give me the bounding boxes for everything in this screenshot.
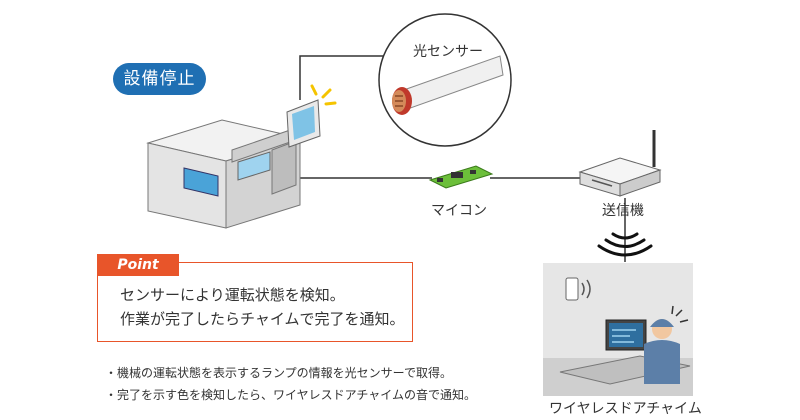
chime-label: ワイヤレスドアチャイム bbox=[549, 401, 702, 417]
chime-room-illustration bbox=[543, 263, 693, 396]
wireless-signal-icon bbox=[597, 232, 653, 257]
transmitter-device bbox=[578, 130, 662, 197]
transmitter-label: 送信機 bbox=[602, 203, 644, 219]
point-line: 作業が完了したらチャイムで完了を通知。 bbox=[120, 310, 405, 328]
equipment-stop-badge: 設備停止 bbox=[113, 63, 206, 95]
alert-flash-icon bbox=[310, 84, 337, 106]
machine-illustration bbox=[146, 84, 337, 229]
sensor-label: 光センサー bbox=[413, 44, 483, 60]
point-tag: Point bbox=[97, 254, 179, 276]
point-box bbox=[97, 262, 413, 342]
sensor-magnifier bbox=[378, 13, 512, 147]
note-item: 機械の運転状態を表示するランプの情報を光センサーで取得。 bbox=[105, 362, 476, 384]
connection-lines bbox=[298, 55, 626, 262]
point-line: センサーにより運転状態を検知。 bbox=[120, 286, 345, 304]
note-item: 完了を示す色を検知したら、ワイヤレスドアチャイムの音で通知。 bbox=[105, 384, 476, 406]
notes-list: 機械の運転状態を表示するランプの情報を光センサーで取得。 完了を示す色を検知した… bbox=[105, 362, 476, 406]
microcontroller-board bbox=[428, 165, 494, 189]
microcontroller-label: マイコン bbox=[431, 203, 487, 219]
